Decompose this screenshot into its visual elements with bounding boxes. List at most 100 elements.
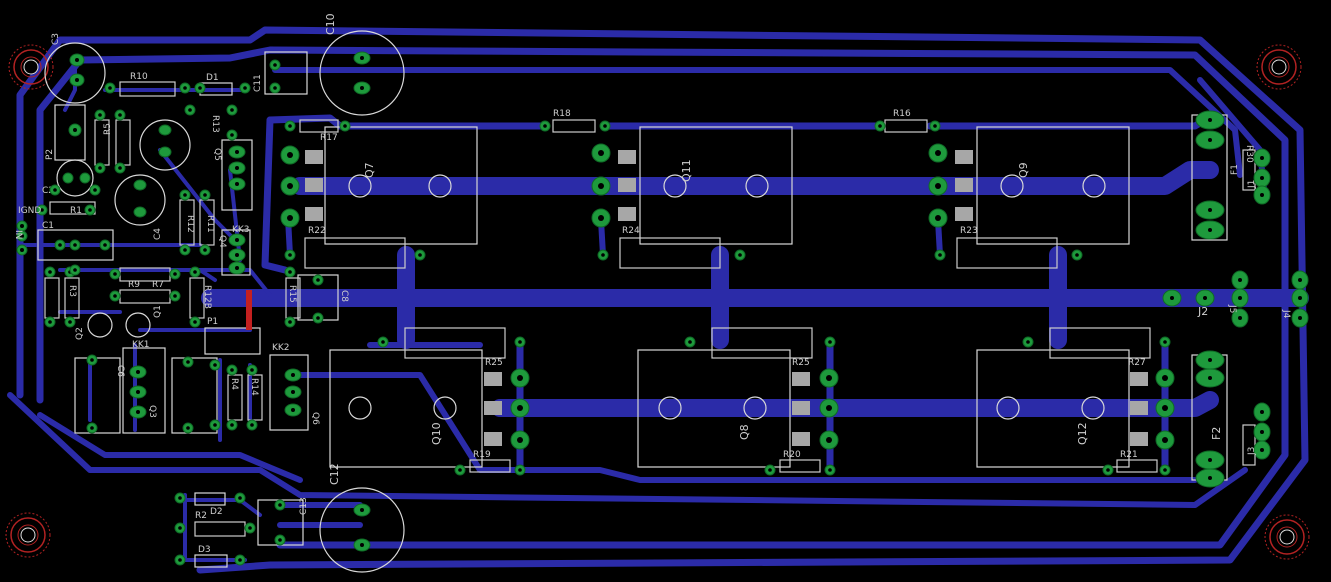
- pad-hole: [1238, 316, 1242, 320]
- pad-hole: [1208, 208, 1212, 212]
- jumper-wire: [246, 290, 252, 330]
- label-kk1: KK1: [132, 340, 150, 350]
- label-r24: R24: [622, 226, 640, 236]
- pad-hole: [1208, 138, 1212, 142]
- label-p2: P2: [45, 149, 55, 160]
- pad-hole: [1162, 437, 1168, 443]
- diode-d3: D3: [194, 545, 228, 568]
- pad-hole: [186, 426, 190, 430]
- power-transistor-q8: Q8: [637, 349, 791, 468]
- pad-hole: [235, 266, 239, 270]
- label-r25a: R25: [485, 358, 503, 368]
- capacitor-c7: [171, 357, 218, 434]
- label-in: IN: [13, 230, 23, 239]
- pad-hole: [381, 340, 385, 344]
- pad-hole: [878, 124, 882, 128]
- label-c10: C10: [324, 13, 337, 35]
- pad-hole: [738, 253, 742, 257]
- pad-hole: [288, 270, 292, 274]
- pad-hole: [287, 215, 293, 221]
- pad-hole: [136, 390, 140, 394]
- label-j1: J1: [1247, 180, 1257, 189]
- label-c2: C2: [42, 186, 54, 196]
- pad-hole: [1163, 468, 1167, 472]
- pad-hole: [243, 86, 247, 90]
- pad-hole: [230, 368, 234, 372]
- pad-hole: [235, 166, 239, 170]
- pad-hole: [98, 113, 102, 117]
- pad-hole: [517, 405, 523, 411]
- pad-hole: [518, 340, 522, 344]
- pad-hole: [93, 188, 97, 192]
- pad-hole: [53, 188, 57, 192]
- label-r10: R10: [130, 72, 148, 82]
- label-q4: Q4: [217, 235, 227, 248]
- pad-hole: [291, 390, 295, 394]
- pad-hole: [1260, 448, 1264, 452]
- emitter-resistors-lower: R25 R25 R27: [404, 327, 1151, 368]
- pad-hole: [287, 183, 293, 189]
- pad-hole: [136, 370, 140, 374]
- label-r27: R27: [1128, 358, 1146, 368]
- pad-hole: [518, 468, 522, 472]
- pad-hole: [287, 152, 293, 158]
- pad-hole: [603, 124, 607, 128]
- capacitor-c6: C6: [74, 357, 125, 434]
- pad-hole: [88, 208, 92, 212]
- smd-tabs: [305, 150, 1148, 446]
- label-c6: C6: [115, 365, 125, 377]
- power-transistor-q12: Q12: [976, 349, 1130, 468]
- pad-hole: [316, 316, 320, 320]
- pad-hole: [250, 423, 254, 427]
- pad-hole: [935, 183, 941, 189]
- diode-d2: D2: [194, 492, 226, 517]
- pad-hole: [118, 113, 122, 117]
- through-hole-pads: [16, 59, 1309, 566]
- capacitor-c10: C10: [319, 13, 405, 116]
- power-transistor-q10: Q10: [329, 349, 483, 468]
- pad-hole: [1162, 375, 1168, 381]
- pad-hole: [103, 243, 107, 247]
- label-r22: R22: [308, 226, 326, 236]
- label-r30: R30: [1244, 145, 1254, 163]
- pad-hole: [1208, 118, 1212, 122]
- label-r12b: R12B: [202, 285, 212, 309]
- label-q5: Q5: [212, 148, 222, 161]
- pad-hole: [58, 243, 62, 247]
- pad-hole: [601, 253, 605, 257]
- pad-hole: [1075, 253, 1079, 257]
- label-r20: R20: [783, 450, 801, 460]
- label-j3: J3: [1247, 447, 1257, 456]
- pad-hole: [933, 124, 937, 128]
- pad-hole: [517, 437, 523, 443]
- capacitor-c3: C3: [44, 33, 106, 104]
- pad-hole: [1203, 296, 1207, 300]
- power-transistor-q11: Q11: [639, 126, 793, 245]
- label-j5: J5: [1227, 304, 1237, 313]
- pad-hole: [173, 294, 177, 298]
- pad-hole: [250, 368, 254, 372]
- power-transistor-q7: Q7: [324, 126, 478, 245]
- capacitor-c2: C2: [42, 159, 94, 197]
- pad-hole: [768, 468, 772, 472]
- label-r25b: R25: [792, 358, 810, 368]
- pad-hole: [20, 224, 24, 228]
- pad-hole: [48, 320, 52, 324]
- connector-p1: P1: [204, 317, 261, 355]
- pad-hole: [316, 278, 320, 282]
- pad-hole: [935, 215, 941, 221]
- label-c12: C12: [328, 463, 341, 485]
- label-q10: Q10: [430, 422, 443, 445]
- label-r7: R7: [152, 280, 164, 290]
- pad-hole: [1208, 476, 1212, 480]
- label-r14: R14: [249, 378, 259, 396]
- label-c4: C4: [153, 228, 163, 240]
- label-q3: Q3: [147, 405, 157, 418]
- heatsink-kk3: KK3 Q4: [217, 225, 251, 276]
- pad-hole: [278, 538, 282, 542]
- pad-hole: [1208, 358, 1212, 362]
- capacitor-c4: C4: [114, 174, 166, 240]
- pad-hole: [1298, 296, 1302, 300]
- pad-hole: [935, 150, 941, 156]
